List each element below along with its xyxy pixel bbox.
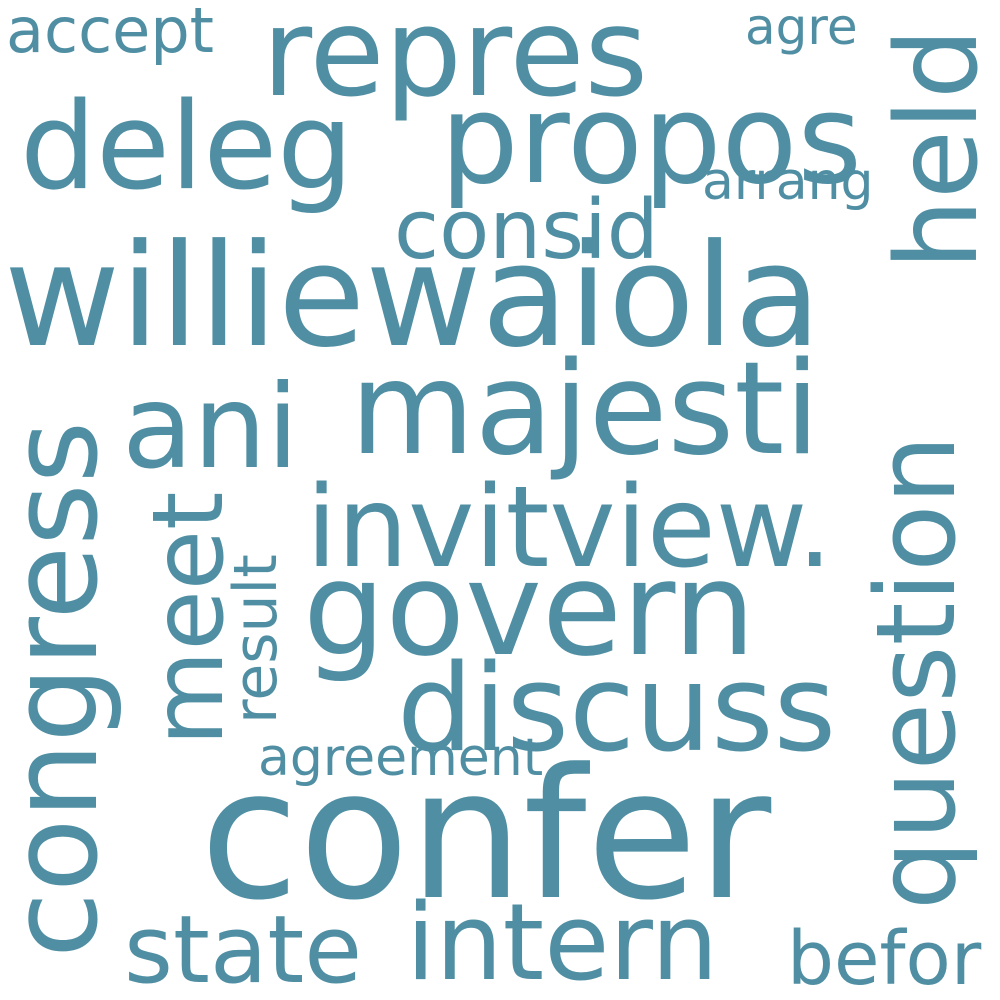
word-congress: congress <box>0 420 125 958</box>
word-govern: govern <box>303 533 756 685</box>
word-propos: propos <box>440 68 863 212</box>
word-result: result <box>221 554 291 724</box>
word-agre: agre <box>745 0 858 56</box>
word-discuss: discuss <box>397 640 837 779</box>
word-intern: intern <box>406 881 719 1000</box>
word-invitview: invitview. <box>306 463 833 593</box>
word-williewaiola: williewaiola <box>4 214 822 379</box>
word-agreement: agreement <box>258 728 544 788</box>
word-repres: repres <box>262 0 649 124</box>
word-accept: accept <box>6 0 214 67</box>
word-deleg: deleg <box>20 78 354 217</box>
word-consid: consid <box>394 183 659 278</box>
word-majesti: majesti <box>350 335 820 484</box>
word-befor: befor <box>787 916 982 1000</box>
word-question: question <box>852 434 980 910</box>
word-arrang: arrang <box>702 152 874 212</box>
word-ani: ani <box>122 360 299 495</box>
word-held: held <box>873 27 1000 270</box>
word-confer: confer <box>200 731 772 940</box>
word-state: state <box>124 896 363 1000</box>
